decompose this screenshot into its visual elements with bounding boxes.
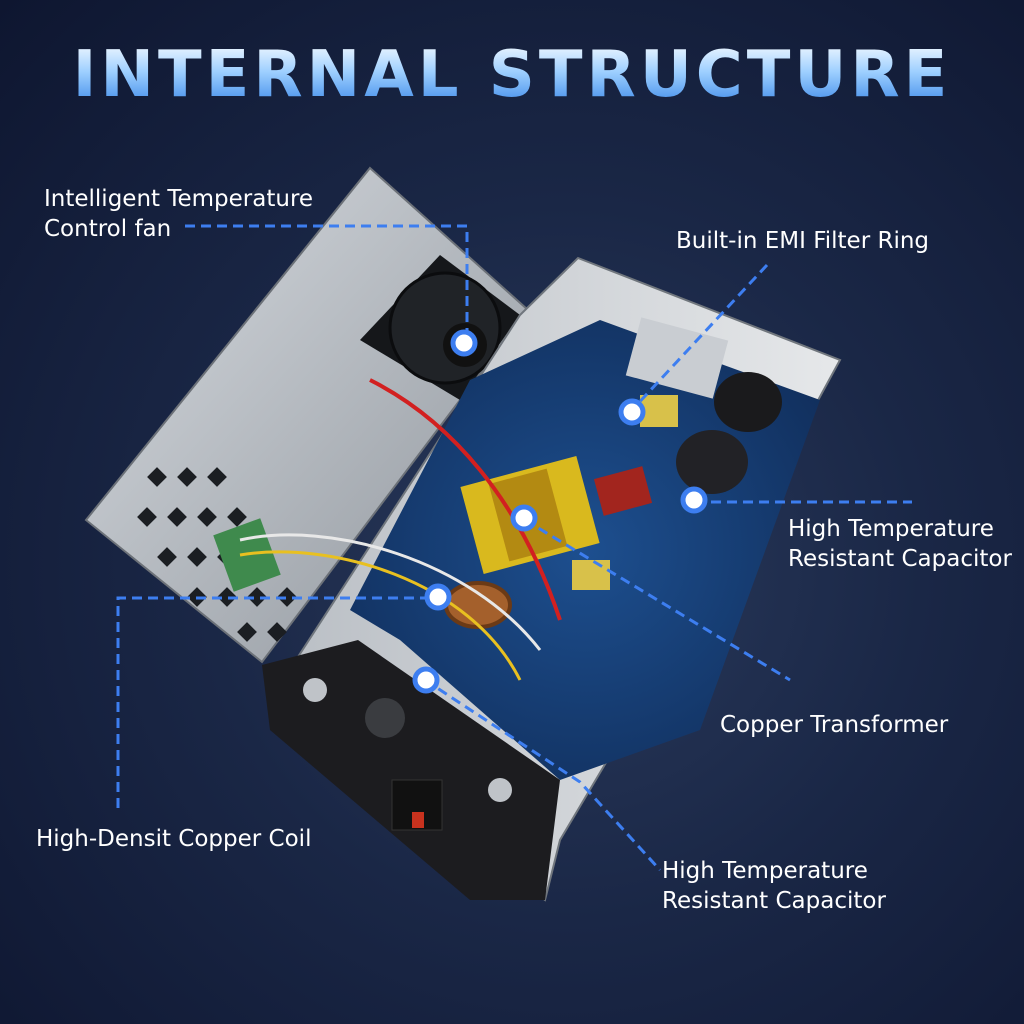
leader-transformer <box>524 518 791 682</box>
label-fan: Intelligent Temperature Control fan <box>44 184 313 244</box>
label-capacitor-bottom-line1: High Temperature <box>662 858 868 884</box>
label-capacitor-right-line2: Resistant Capacitor <box>788 546 1012 572</box>
leader-emi <box>630 263 769 412</box>
leader-cap-bottom <box>424 678 662 872</box>
label-capacitor-bottom-line2: Resistant Capacitor <box>662 888 886 914</box>
label-capacitor-bottom: High Temperature Resistant Capacitor <box>662 856 886 916</box>
label-emi-line1: Built-in EMI Filter Ring <box>676 228 930 254</box>
leader-lines <box>116 224 912 872</box>
marker-emi <box>618 398 646 426</box>
label-fan-line2: Control fan <box>44 216 172 242</box>
label-emi: Built-in EMI Filter Ring <box>676 226 929 256</box>
label-fan-line1: Intelligent Temperature <box>44 186 314 212</box>
page-title: INTERNAL STRUCTURE <box>0 38 1024 112</box>
label-coil: High-Densit Copper Coil <box>36 824 311 854</box>
marker-fan <box>450 329 478 357</box>
label-transformer-line1: Copper Transformer <box>720 712 949 738</box>
marker-coil <box>424 583 452 611</box>
marker-dots <box>412 329 708 694</box>
leader-coil <box>116 596 438 808</box>
marker-transformer <box>510 504 538 532</box>
label-capacitor-right-line1: High Temperature <box>788 516 994 542</box>
marker-capacitor-right <box>680 486 708 514</box>
label-capacitor-right: High Temperature Resistant Capacitor <box>788 514 1012 574</box>
marker-capacitor-bottom <box>412 666 440 694</box>
leader-fan <box>185 224 469 340</box>
label-coil-line1: High-Densit Copper Coil <box>36 826 312 852</box>
label-transformer: Copper Transformer <box>720 710 948 740</box>
